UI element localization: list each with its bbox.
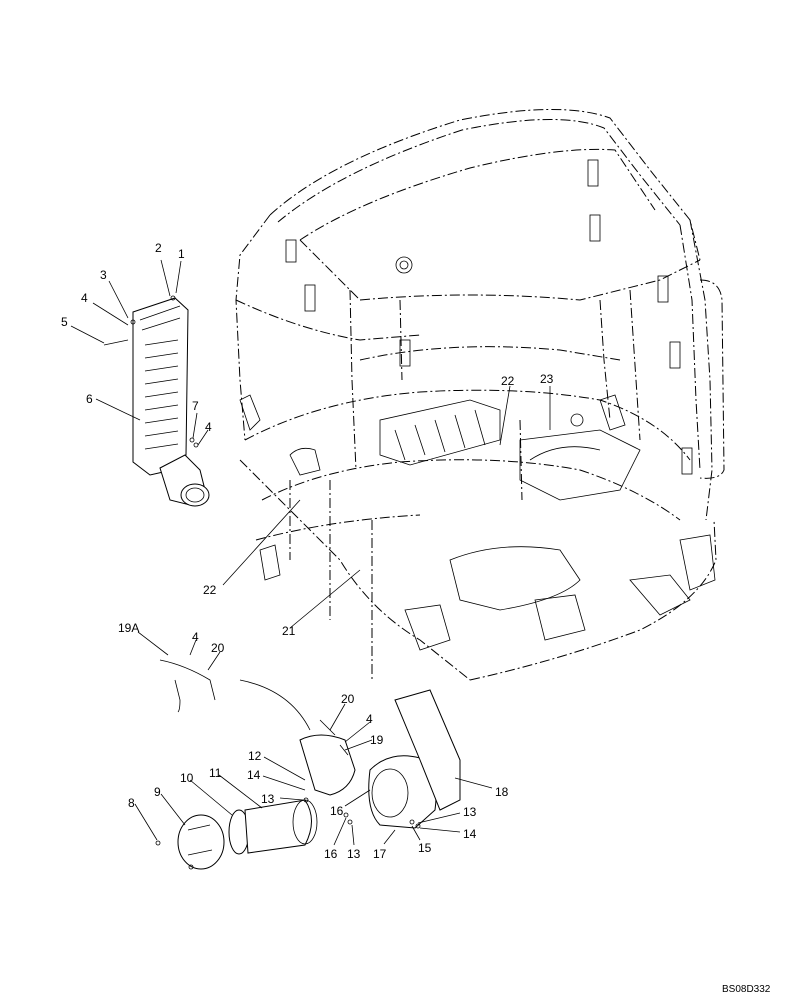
callout-4: 4 [205, 420, 212, 434]
callout-4: 4 [366, 712, 373, 726]
callout-20: 20 [211, 641, 225, 655]
callouts: 1 2 3 4 5 6 7 4 22 23 22 21 19A 4 20 20 … [61, 241, 554, 861]
callout-14: 14 [247, 768, 261, 782]
left-air-duct [103, 295, 210, 507]
callout-6: 6 [86, 392, 93, 406]
callout-12: 12 [248, 749, 262, 763]
callout-22: 22 [203, 583, 217, 597]
callout-4: 4 [192, 630, 199, 644]
callout-9: 9 [154, 785, 161, 799]
air-filter-assembly [155, 659, 461, 870]
callout-10: 10 [180, 771, 194, 785]
callout-21: 21 [282, 624, 296, 638]
callout-19: 19 [370, 733, 384, 747]
callout-11: 11 [209, 766, 222, 780]
drawing-reference-code: BS08D332 [722, 984, 771, 995]
callout-2: 2 [155, 241, 162, 255]
callout-1: 1 [178, 247, 185, 261]
leader-lines [70, 259, 551, 846]
callout-17: 17 [373, 847, 387, 861]
callout-18: 18 [495, 785, 509, 799]
callout-16: 16 [324, 847, 338, 861]
callout-23: 23 [540, 372, 554, 386]
callout-5: 5 [61, 315, 68, 329]
callout-14: 14 [463, 827, 477, 841]
callout-22: 22 [501, 374, 515, 388]
callout-4: 4 [81, 291, 88, 305]
cab-frame-outline [235, 108, 725, 681]
callout-13: 13 [347, 847, 361, 861]
callout-3: 3 [100, 268, 107, 282]
callout-20: 20 [341, 692, 355, 706]
callout-16: 16 [330, 804, 344, 818]
callout-8: 8 [128, 796, 135, 810]
callout-7: 7 [192, 399, 199, 413]
callout-15: 15 [418, 841, 432, 855]
callout-19a: 19A [118, 621, 139, 635]
callout-13: 13 [261, 792, 275, 806]
callout-13: 13 [463, 805, 477, 819]
